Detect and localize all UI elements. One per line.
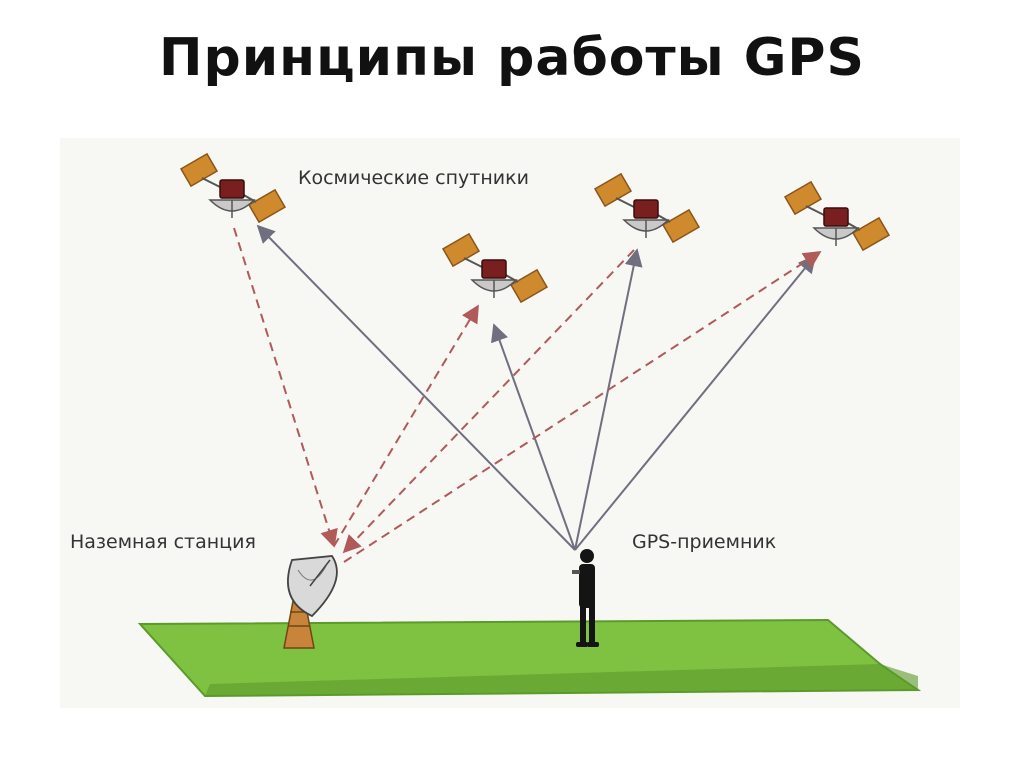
antenna-dish-icon xyxy=(283,555,338,649)
satellite-icon xyxy=(180,152,286,224)
satellite-icon xyxy=(784,180,890,252)
page-title: Принципы работы GPS xyxy=(159,28,865,88)
ground-edge xyxy=(205,664,918,696)
satellite-icon xyxy=(442,232,548,304)
ground-station-label: Наземная станция xyxy=(70,531,256,553)
satellite-icon xyxy=(594,172,700,244)
person-icon xyxy=(572,549,599,647)
signal-lines-solid xyxy=(256,224,817,551)
gps-receiver-label: GPS-приемник xyxy=(632,531,777,553)
satellites-label: Космические спутники xyxy=(298,167,529,189)
signal-lines-dashed xyxy=(233,227,822,563)
diagram-background xyxy=(60,138,960,708)
